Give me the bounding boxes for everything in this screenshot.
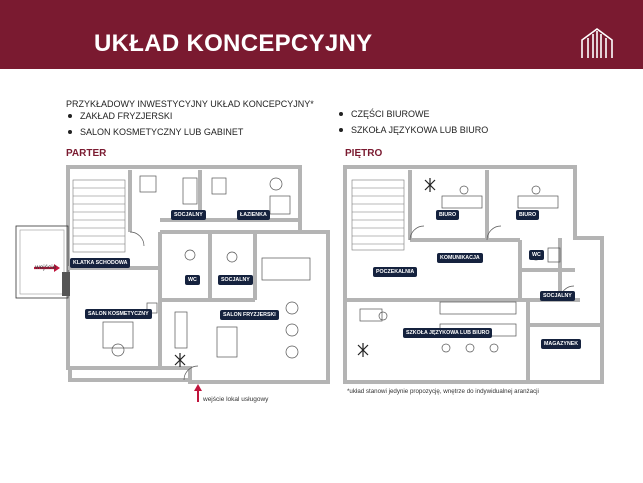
room-tag-socjalny: SOCJALNY (540, 291, 575, 301)
room-tag-salon-kosmetyczny: SALON KOSMETYCZNY (85, 309, 152, 319)
entrance-bottom-label: wejście lokal usługowy (203, 396, 269, 403)
intro-heading: PRZYKŁADOWY INWESTYCYJNY UKŁAD KONCEPCYJ… (66, 99, 314, 109)
plant-icon (357, 178, 436, 357)
room-tag-biuro-1: BIURO (436, 210, 460, 220)
room-tag-salon-fryzjerski: SALON FRYZJERSKI (220, 310, 279, 320)
room-tag-poczekalnia: POCZEKALNIA (373, 267, 418, 277)
room-tag-magazynek: MAGAZYNEK (541, 339, 582, 349)
parter-label: PARTER (66, 148, 107, 159)
list-item: ZAKŁAD FRYZJERSKI (66, 108, 243, 124)
list-item: SALON KOSMETYCZNY LUB GABINET (66, 124, 243, 140)
header-banner: UKŁAD KONCEPCYJNY (0, 0, 643, 69)
building-logo-icon (581, 28, 613, 58)
entrance-left-label: wejście (35, 264, 57, 271)
plant-icon (174, 353, 186, 367)
room-tag-lazienka: ŁAZIENKA (237, 210, 270, 220)
list-item: SZKOŁA JĘZYKOWA LUB BIURO (337, 122, 488, 138)
room-tag-komunikacja: KOMUNIKACJA (437, 253, 483, 263)
room-tag-szkola: SZKOŁA JĘZYKOWA LUB BIURO (403, 328, 493, 338)
room-tag-wc: WC (529, 250, 544, 260)
footnote: *układ stanowi jedynie propozycję, wnętr… (347, 388, 539, 395)
right-bullet-list: CZĘŚCI BIUROWE SZKOŁA JĘZYKOWA LUB BIURO (337, 106, 488, 138)
room-tag-socjalny-mid: SOCJALNY (218, 275, 253, 285)
list-item: CZĘŚCI BIUROWE (337, 106, 488, 122)
room-tag-socjalny-top: SOCJALNY (171, 210, 206, 220)
room-tag-biuro-2: BIURO (516, 210, 540, 220)
page-title: UKŁAD KONCEPCYJNY (94, 30, 373, 57)
room-tag-klatka: KLATKA SCHODOWA (70, 258, 131, 268)
left-bullet-list: ZAKŁAD FRYZJERSKI SALON KOSMETYCZNY LUB … (66, 108, 243, 140)
room-tag-wc: WC (185, 275, 200, 285)
pietro-label: PIĘTRO (345, 148, 383, 159)
